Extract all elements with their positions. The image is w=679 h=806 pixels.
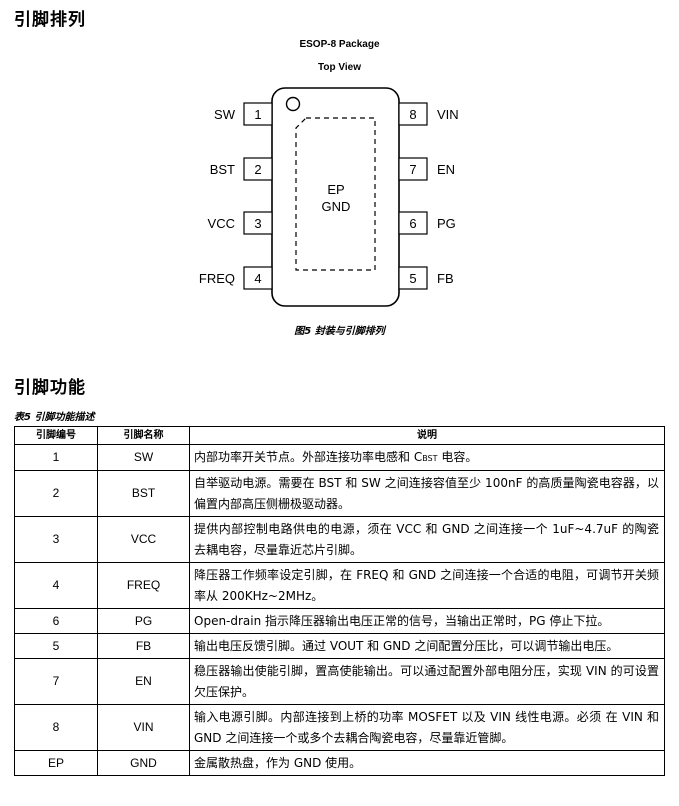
- right-pin-8: 8 VIN: [398, 102, 459, 126]
- table-row: EP GND 金属散热盘，作为 GND 使用。: [14, 750, 665, 776]
- header-pin-name: 引脚名称: [97, 426, 190, 445]
- section-heading-pin-functions: 引脚功能: [14, 378, 86, 398]
- pin-number-cell: 4: [14, 562, 98, 609]
- pin-number: 2: [254, 162, 261, 177]
- pin-function-table: 引脚编号 引脚名称 说明 1 SW 内部功率开关节点。外部连接功率电感和 CBS…: [14, 426, 665, 776]
- pin-name-cell: VCC: [97, 516, 190, 563]
- left-pin-2: 2 BST: [210, 157, 273, 181]
- pinout-diagram: EP GND 1 SW 2 BST 3 VCC 4 FREQ 8 VIN 7 E…: [199, 87, 459, 307]
- pin-name-cell: VIN: [97, 704, 190, 751]
- pin-box: [398, 211, 428, 235]
- pin-name-cell: BST: [97, 470, 190, 517]
- left-pin-1: 1 SW: [214, 102, 273, 126]
- pin-number-cell: 3: [14, 516, 98, 563]
- pin-number-cell: 5: [14, 633, 98, 659]
- description-cell: 输出电压反馈引脚。通过 VOUT 和 GND 之间配置分压比，可以调节输出电压。: [189, 633, 665, 659]
- table-row: 8 VIN 输入电源引脚。内部连接到上桥的功率 MOSFET 以及 VIN 线性…: [14, 704, 665, 751]
- pin-box: [398, 102, 428, 126]
- pin-number: 1: [254, 107, 261, 122]
- pin-number-cell: 2: [14, 470, 98, 517]
- pin-name-cell: SW: [97, 444, 190, 471]
- description-text: 内部功率开关节点。外部连接功率电感和 C: [194, 450, 423, 464]
- description-cell: Open-drain 指示降压器输出电压正常的信号，当输出正常时，PG 停止下拉…: [189, 608, 665, 634]
- package-view-label: Top View: [318, 62, 361, 73]
- pin-name-cell: EN: [97, 658, 190, 705]
- description-cell: 稳压器输出使能引脚，置高使能输出。可以通过配置外部电阻分压，实现 VIN 的可设…: [189, 658, 665, 705]
- pin-number: 5: [409, 271, 416, 286]
- pin-name: VIN: [437, 107, 459, 122]
- exposed-pad-label-gnd: GND: [322, 199, 351, 214]
- pin-name: PG: [437, 216, 456, 231]
- description-cell: 自举驱动电源。需要在 BST 和 SW 之间连接容值至少 100nF 的高质量陶…: [189, 470, 665, 517]
- pin-name: BST: [210, 162, 235, 177]
- table-row: 5 FB 输出电压反馈引脚。通过 VOUT 和 GND 之间配置分压比，可以调节…: [14, 633, 665, 659]
- pin-number: 3: [254, 216, 261, 231]
- table-row: 4 FREQ 降压器工作频率设定引脚，在 FREQ 和 GND 之间连接一个合适…: [14, 562, 665, 609]
- header-description: 说明: [189, 426, 665, 445]
- pin-number-cell: 1: [14, 444, 98, 471]
- pin-name-cell: FREQ: [97, 562, 190, 609]
- table-row: 1 SW 内部功率开关节点。外部连接功率电感和 CBST 电容。: [14, 444, 665, 471]
- pin-number: 7: [409, 162, 416, 177]
- table-row: 2 BST 自举驱动电源。需要在 BST 和 SW 之间连接容值至少 100nF…: [14, 470, 665, 517]
- table-row: 6 PG Open-drain 指示降压器输出电压正常的信号，当输出正常时，PG…: [14, 608, 665, 634]
- section-heading-pin-arrangement: 引脚排列: [14, 10, 86, 30]
- pin-box: [243, 102, 273, 126]
- exposed-pad-outline: [295, 117, 376, 271]
- table-row: 3 VCC 提供内部控制电路供电的电源，须在 VCC 和 GND 之间连接一个 …: [14, 516, 665, 563]
- description-text-end: 电容。: [437, 450, 478, 464]
- table-header-row: 引脚编号 引脚名称 说明: [14, 426, 665, 445]
- pin1-marker-dot: [285, 96, 301, 112]
- pin-number-cell: 7: [14, 658, 98, 705]
- pin-box: [398, 266, 428, 290]
- header-pin-number: 引脚编号: [14, 426, 98, 445]
- pin-name-cell: GND: [97, 750, 190, 776]
- description-cell: 输入电源引脚。内部连接到上桥的功率 MOSFET 以及 VIN 线性电源。必须 …: [189, 704, 665, 751]
- pin-number-cell: 6: [14, 608, 98, 634]
- left-pin-4: 4 FREQ: [199, 266, 273, 290]
- description-cell: 提供内部控制电路供电的电源，须在 VCC 和 GND 之间连接一个 1uF~4.…: [189, 516, 665, 563]
- left-pin-3: 3 VCC: [208, 211, 273, 235]
- pin-box: [243, 157, 273, 181]
- pin-box: [243, 211, 273, 235]
- pin-number: 6: [409, 216, 416, 231]
- pin-name-cell: FB: [97, 633, 190, 659]
- pin-name: SW: [214, 107, 236, 122]
- package-name: ESOP-8 Package: [299, 39, 380, 50]
- pin-box: [243, 266, 273, 290]
- right-pin-5: 5 FB: [398, 266, 454, 290]
- description-cell: 内部功率开关节点。外部连接功率电感和 CBST 电容。: [189, 444, 665, 471]
- pin-number-cell: 8: [14, 704, 98, 751]
- pin-name: FREQ: [199, 271, 235, 286]
- package-body: [271, 87, 400, 307]
- pin-box: [398, 157, 428, 181]
- description-subscript: BST: [422, 454, 438, 463]
- description-cell: 降压器工作频率设定引脚，在 FREQ 和 GND 之间连接一个合适的电阻，可调节…: [189, 562, 665, 609]
- pin-number: 4: [254, 271, 261, 286]
- pin-name-cell: PG: [97, 608, 190, 634]
- pin-number-cell: EP: [14, 750, 98, 776]
- pin-name: EN: [437, 162, 455, 177]
- right-pin-6: 6 PG: [398, 211, 456, 235]
- table-row: 7 EN 稳压器输出使能引脚，置高使能输出。可以通过配置外部电阻分压，实现 VI…: [14, 658, 665, 705]
- right-pin-7: 7 EN: [398, 157, 455, 181]
- exposed-pad-label-ep: EP: [327, 182, 344, 197]
- pin-name: FB: [437, 271, 454, 286]
- figure-caption: 图5 封装与引脚排列: [294, 326, 385, 337]
- pin-number: 8: [409, 107, 416, 122]
- pin-name: VCC: [208, 216, 235, 231]
- table-caption: 表5 引脚功能描述: [14, 412, 95, 423]
- description-cell: 金属散热盘，作为 GND 使用。: [189, 750, 665, 776]
